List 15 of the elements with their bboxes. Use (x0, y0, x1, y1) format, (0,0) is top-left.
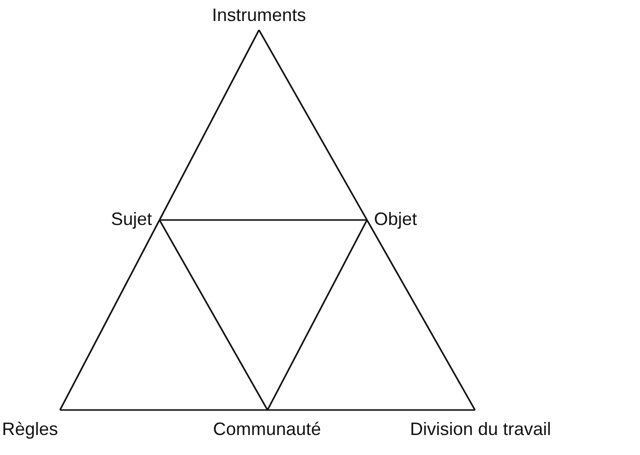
vertex-label: Règles (2, 418, 92, 440)
vertex-label: Instruments (199, 4, 319, 26)
connector-line (258, 30, 368, 220)
connector-line (59, 220, 160, 410)
connector-line (266, 220, 368, 410)
connector-line (60, 409, 268, 411)
vertex-label: Objet (374, 208, 444, 230)
vertex-label: Sujet (82, 208, 152, 230)
connector-line (268, 409, 475, 411)
connector-line (158, 30, 260, 220)
vertex-label: Communauté (187, 418, 347, 440)
connector-line (158, 220, 268, 410)
connector-line (160, 219, 367, 221)
connector-line (366, 220, 476, 410)
vertex-label: Division du travail (410, 418, 638, 440)
